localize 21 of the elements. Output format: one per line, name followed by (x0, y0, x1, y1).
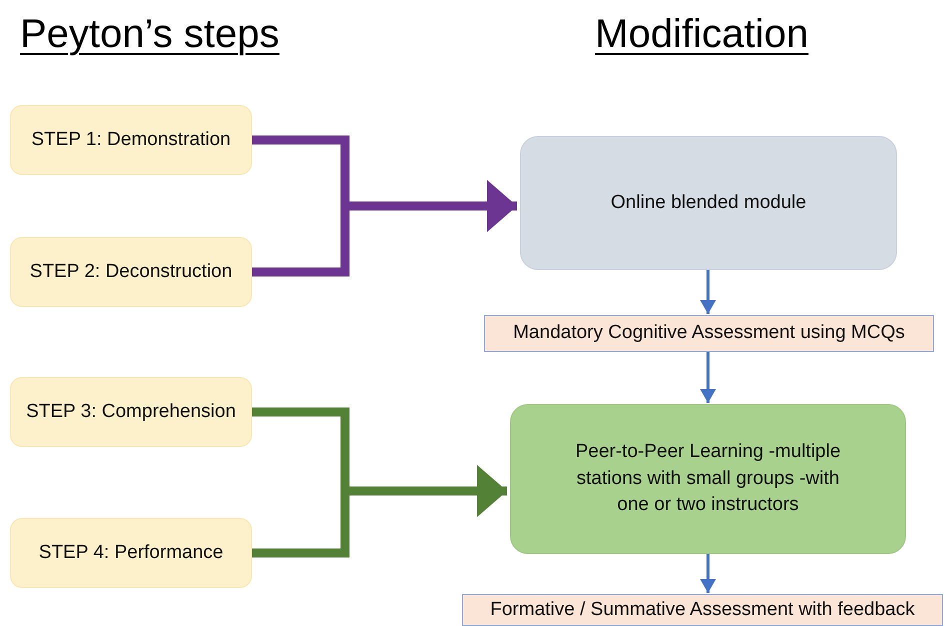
box-text: STEP 3: Comprehension (26, 400, 236, 424)
box-text: Peer-to-Peer Learning -multiple stations with small groups -with one or two instructors (574, 440, 842, 518)
box-text: Formative / Summative Assessment with feedback (490, 598, 915, 622)
box-text: Online blended module (610, 190, 806, 215)
arrow (700, 352, 716, 403)
arrow (700, 554, 716, 593)
box-text: STEP 2: Deconstruction (30, 260, 232, 284)
assessment-box (462, 594, 943, 626)
arrow (700, 270, 716, 314)
box-text: STEP 4: Performance (38, 540, 224, 565)
assessment-box (484, 315, 934, 352)
section-heading: Peyton’s steps (20, 12, 280, 57)
step-box (10, 237, 252, 307)
section-heading: Modification (595, 12, 808, 57)
learning-box (510, 404, 906, 554)
step-box (10, 377, 252, 447)
step-box (10, 105, 252, 175)
step-box (10, 518, 252, 588)
box-text: Mandatory Cognitive Assessment using MCQs (513, 321, 905, 346)
module-box (520, 136, 897, 270)
box-text: STEP 1: Demonstration (31, 128, 231, 152)
